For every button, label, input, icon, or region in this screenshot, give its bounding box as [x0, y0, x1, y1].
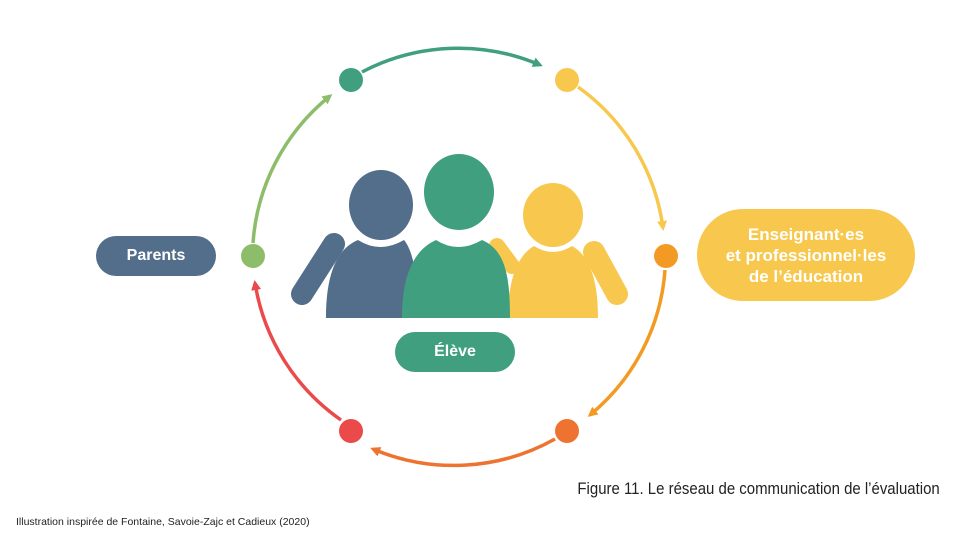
arc-teachers-to-bottom-right: [587, 269, 667, 417]
group-of-three-people-icon: [291, 154, 628, 318]
teachers-label-pill: Enseignant·es et professionnel·les de l’…: [697, 209, 915, 301]
teachers-label-line-2: et professionnel·les: [725, 245, 887, 265]
illustration-credit: Illustration inspirée de Fontaine, Savoi…: [16, 516, 310, 528]
arc-top-left-to-top-right: [361, 46, 543, 74]
node-dot-bottom-right: [555, 419, 579, 443]
arc-bottom-right-to-bottom-left: [370, 437, 556, 468]
node-dot-top-right: [555, 68, 579, 92]
arc-parents-to-top-left: [251, 94, 333, 244]
parents-label-pill: Parents: [96, 236, 216, 276]
teachers-label-line-1: Enseignant·es: [747, 224, 865, 244]
arc-bottom-left-to-parents: [251, 280, 343, 422]
node-dot-teachers: [654, 244, 678, 268]
parents-label: Parents: [126, 247, 186, 264]
student-label-pill: Élève: [395, 332, 515, 372]
node-dot-top-left: [339, 68, 363, 92]
teachers-label-line-3: de l’éducation: [748, 266, 864, 286]
node-dot-parents: [241, 244, 265, 268]
student-label: Élève: [434, 343, 476, 360]
node-dot-bottom-left: [339, 419, 363, 443]
figure-caption: Figure 11. Le réseau de communication de…: [577, 479, 940, 498]
arc-top-right-to-teachers: [576, 85, 668, 231]
